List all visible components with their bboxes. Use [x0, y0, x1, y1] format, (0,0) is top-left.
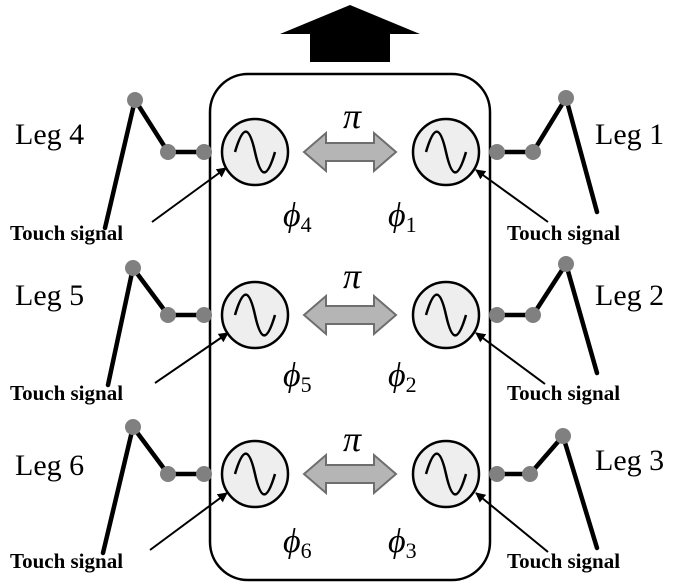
oscillator-1: [411, 117, 481, 187]
leg-3: [489, 428, 600, 551]
leg-1-upper-segment: [530, 95, 569, 155]
sine-wave-icon: [233, 452, 277, 496]
leg-1-knee-joint: [558, 90, 574, 106]
oscillator-3: [411, 439, 481, 509]
legs-layer: [100, 90, 600, 556]
touch-signal-label-leg-4: Touch signal: [10, 221, 123, 245]
phase-symbol-3: ϕ: [388, 523, 406, 560]
phase-symbol-6: ϕ: [283, 523, 301, 560]
leg-6: [100, 419, 212, 556]
leg-6-knee-joint: [125, 419, 141, 435]
phase-symbol-2: ϕ: [388, 357, 406, 394]
leg-5-knee-joint: [125, 260, 141, 276]
phase-symbol-4: ϕ: [283, 197, 301, 234]
touch-signal-label-leg-2: Touch signal: [507, 381, 620, 405]
phase-index-5: 5: [301, 372, 312, 397]
leg-2-upper-segment: [530, 261, 569, 318]
leg-2-hip-joint-outer: [525, 307, 541, 323]
touch-layer: [149, 167, 549, 553]
oscillators-layer: [220, 117, 481, 509]
touch-signal-arrow-leg-2: [475, 332, 546, 385]
leg-5-upper-segment: [130, 265, 171, 318]
leg-4-upper-segment: [132, 97, 171, 155]
phase-index-1: 1: [406, 212, 417, 237]
leg-3-hip-joint-inner: [489, 466, 505, 482]
oscillator-4: [220, 117, 290, 187]
touch-signal-arrow-leg-4: [151, 167, 227, 223]
leg-3-hip-joint-outer: [522, 466, 538, 482]
coupling-double-arrow-row-2: [302, 293, 398, 337]
leg-2: [489, 256, 600, 376]
leg-6-lower-segment: [100, 424, 136, 556]
sine-wave-icon: [424, 130, 468, 174]
leg-2-label: Leg 2: [595, 279, 664, 312]
phase-label-1: ϕ1: [388, 197, 417, 237]
touch-signal-label-leg-3: Touch signal: [507, 549, 620, 573]
forward-arrow-icon: [280, 5, 420, 62]
leg-4-label: Leg 4: [15, 118, 84, 151]
sine-wave-icon: [233, 293, 277, 337]
sine-wave-icon: [424, 452, 468, 496]
coupling-double-arrow-row-1: [302, 130, 398, 174]
touch-signal-label-leg-5: Touch signal: [10, 381, 123, 405]
leg-5-hip-joint-inner: [196, 307, 212, 323]
phase-index-4: 4: [301, 212, 312, 237]
leg-2-knee-joint: [558, 256, 574, 272]
touch-signal-label-leg-6: Touch signal: [10, 549, 123, 573]
coupling-double-arrow-row-3: [302, 452, 398, 496]
phase-label-4: ϕ4: [283, 197, 312, 237]
leg-4: [102, 92, 212, 231]
oscillator-5: [220, 280, 290, 350]
robot-body: [208, 72, 492, 582]
leg-4-hip-joint-outer: [160, 144, 176, 160]
phase-index-2: 2: [406, 372, 417, 397]
sine-wave-icon: [424, 293, 468, 337]
couplings-layer: [302, 130, 398, 496]
leg-5-hip-joint-outer: [160, 307, 176, 323]
touch-signal-arrow-leg-3: [475, 492, 549, 553]
leg-1-lower-segment: [563, 95, 600, 215]
leg-5-label: Leg 5: [15, 279, 84, 312]
leg-2-hip-joint-inner: [489, 307, 505, 323]
leg-4-hip-joint-inner: [196, 144, 212, 160]
phase-symbol-1: ϕ: [388, 197, 406, 234]
leg-4-knee-joint: [127, 92, 143, 108]
oscillator-6: [220, 439, 290, 509]
leg-3-lower-segment: [560, 433, 600, 551]
coupling-label-row-1: π: [343, 96, 362, 136]
leg-1: [489, 90, 600, 215]
leg-4-lower-segment: [102, 97, 138, 231]
sine-wave-icon: [233, 130, 277, 174]
phase-index-6: 6: [301, 538, 312, 563]
leg-1-hip-joint-inner: [489, 144, 505, 160]
touch-signal-arrow-leg-1: [475, 169, 549, 223]
touch-signal-arrow-leg-5: [154, 332, 229, 384]
leg-3-label: Leg 3: [595, 444, 664, 477]
phase-symbol-5: ϕ: [283, 357, 301, 394]
leg-5-lower-segment: [105, 265, 136, 388]
touch-signal-label-leg-1: Touch signal: [507, 221, 620, 245]
leg-6-hip-joint-inner: [196, 466, 212, 482]
oscillator-2: [411, 280, 481, 350]
coupling-label-row-3: π: [343, 419, 362, 459]
leg-1-label: Leg 1: [595, 118, 664, 151]
leg-2-lower-segment: [563, 261, 600, 376]
leg-5: [105, 260, 212, 388]
leg-6-hip-joint-outer: [160, 466, 176, 482]
leg-1-hip-joint-outer: [525, 144, 541, 160]
phase-label-5: ϕ5: [283, 357, 312, 397]
coupling-label-row-2: π: [343, 256, 362, 296]
leg-3-upper-segment: [527, 433, 566, 477]
leg-3-knee-joint: [555, 428, 571, 444]
phase-label-2: ϕ2: [388, 357, 417, 397]
phase-label-3: ϕ3: [388, 523, 417, 563]
leg-6-upper-segment: [130, 424, 171, 477]
phase-index-3: 3: [406, 538, 417, 563]
phase-label-6: ϕ6: [283, 523, 312, 563]
leg-6-label: Leg 6: [15, 449, 84, 482]
touch-signal-arrow-leg-6: [149, 492, 228, 551]
